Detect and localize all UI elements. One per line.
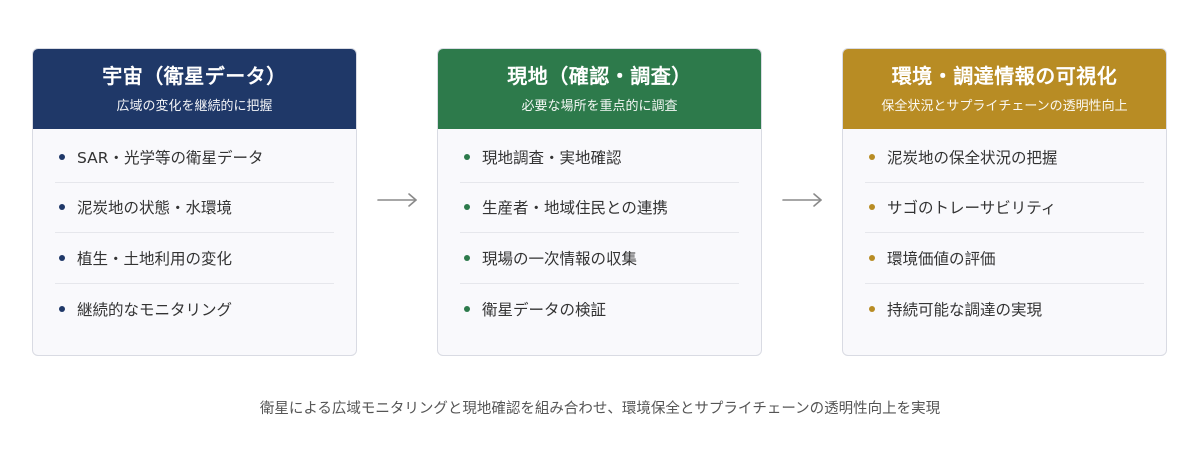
card-list: 現地調査・実地確認 生産者・地域住民との連携 現場の一次情報の収集 衛星データの… xyxy=(438,129,761,334)
card-title: 現地（確認・調査） xyxy=(507,64,692,88)
list-item: 環境価値の評価 xyxy=(865,233,1144,284)
card-header: 宇宙（衛星データ） 広域の変化を継続的に把握 xyxy=(33,49,356,129)
list-item: 持続可能な調達の実現 xyxy=(865,284,1144,335)
card-list: 泥炭地の保全状況の把握 サゴのトレーサビリティ 環境価値の評価 持続可能な調達の… xyxy=(843,129,1166,334)
list-item: 衛星データの検証 xyxy=(460,284,739,335)
bullet-icon xyxy=(59,305,65,312)
bullet-icon xyxy=(59,204,65,211)
bullet-icon xyxy=(464,153,470,160)
card-title: 環境・調達情報の可視化 xyxy=(891,64,1118,88)
list-item-label: 生産者・地域住民との連携 xyxy=(482,199,668,218)
list-item: 生産者・地域住民との連携 xyxy=(460,183,739,233)
list-item: 植生・土地利用の変化 xyxy=(55,233,334,284)
list-item-label: サゴのトレーサビリティ xyxy=(887,199,1057,218)
list-item-label: 環境価値の評価 xyxy=(887,249,996,268)
bullet-icon xyxy=(59,254,65,261)
card-subtitle: 保全状況とサプライチェーンの透明性向上 xyxy=(881,99,1128,114)
arrow-right-icon xyxy=(377,193,417,207)
list-item-label: SAR・光学等の衛星データ xyxy=(77,148,264,167)
list-item: 泥炭地の状態・水環境 xyxy=(55,183,334,233)
list-item: 現場の一次情報の収集 xyxy=(460,233,739,284)
bullet-icon xyxy=(59,153,65,160)
list-item-label: 継続的なモニタリング xyxy=(77,300,233,319)
list-item-label: 植生・土地利用の変化 xyxy=(77,249,233,268)
list-item-label: 泥炭地の保全状況の把握 xyxy=(887,148,1058,167)
arrow-right-icon xyxy=(782,193,822,207)
list-item-label: 衛星データの検証 xyxy=(482,300,607,319)
list-item: SAR・光学等の衛星データ xyxy=(55,132,334,183)
list-item-label: 持続可能な調達の実現 xyxy=(887,300,1043,319)
card-field: 現地（確認・調査） 必要な場所を重点的に調査 現地調査・実地確認 生産者・地域住… xyxy=(437,48,762,356)
card-header: 環境・調達情報の可視化 保全状況とサプライチェーンの透明性向上 xyxy=(843,49,1166,129)
bullet-icon xyxy=(464,305,470,312)
list-item: 現地調査・実地確認 xyxy=(460,132,739,183)
card-visualization: 環境・調達情報の可視化 保全状況とサプライチェーンの透明性向上 泥炭地の保全状況… xyxy=(842,48,1167,356)
bullet-icon xyxy=(869,305,875,312)
bullet-icon xyxy=(464,204,470,211)
list-item-label: 泥炭地の状態・水環境 xyxy=(77,199,233,218)
list-item: 継続的なモニタリング xyxy=(55,284,334,335)
card-space: 宇宙（衛星データ） 広域の変化を継続的に把握 SAR・光学等の衛星データ 泥炭地… xyxy=(32,48,357,356)
list-item-label: 現場の一次情報の収集 xyxy=(482,249,638,268)
bullet-icon xyxy=(464,254,470,261)
card-header: 現地（確認・調査） 必要な場所を重点的に調査 xyxy=(438,49,761,129)
bullet-icon xyxy=(869,153,875,160)
list-item: サゴのトレーサビリティ xyxy=(865,183,1144,233)
bullet-icon xyxy=(869,254,875,261)
card-title: 宇宙（衛星データ） xyxy=(102,64,287,88)
card-subtitle: 必要な場所を重点的に調査 xyxy=(521,99,678,114)
card-list: SAR・光学等の衛星データ 泥炭地の状態・水環境 植生・土地利用の変化 継続的な… xyxy=(33,129,356,334)
bullet-icon xyxy=(869,204,875,211)
list-item: 泥炭地の保全状況の把握 xyxy=(865,132,1144,183)
list-item-label: 現地調査・実地確認 xyxy=(482,148,622,167)
card-subtitle: 広域の変化を継続的に把握 xyxy=(116,99,273,114)
footer-caption: 衛星による広域モニタリングと現地確認を組み合わせ、環境保全とサプライチェーンの透… xyxy=(259,401,941,417)
